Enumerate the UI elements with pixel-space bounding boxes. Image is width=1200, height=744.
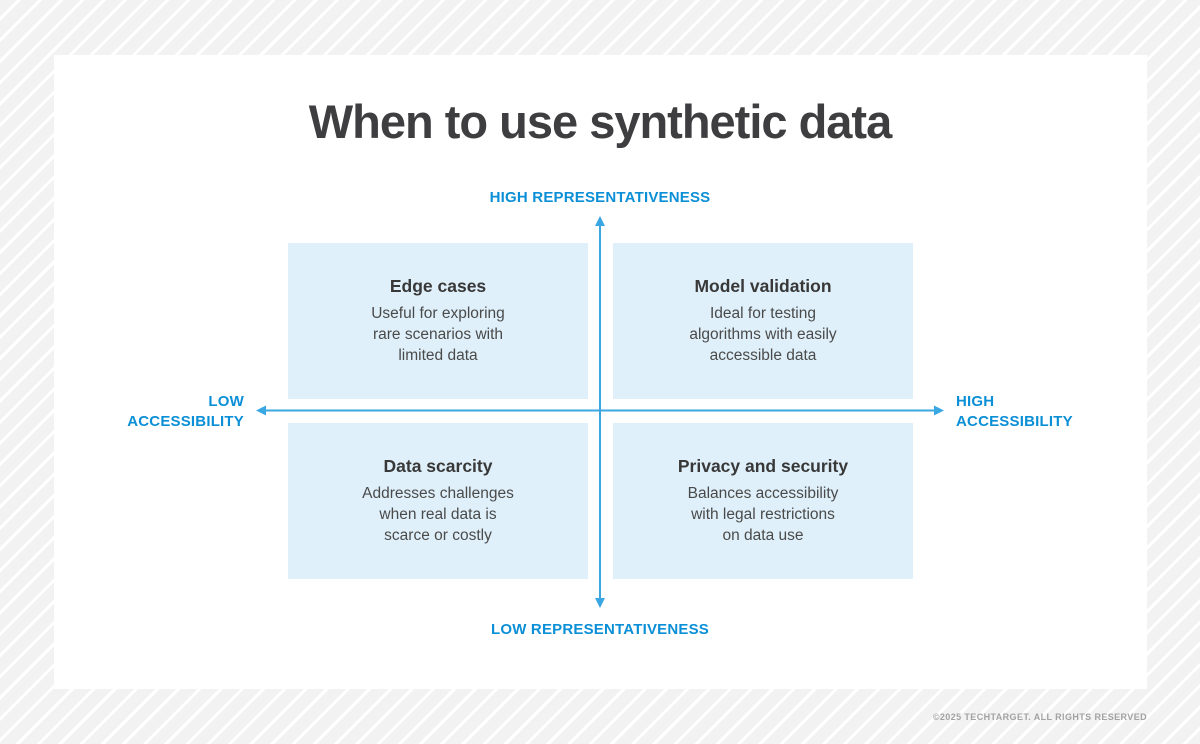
quadrant-data-scarcity: Data scarcity Addresses challenges when … (288, 423, 588, 579)
axis-label-low-accessibility: LOW ACCESSIBILITY (127, 393, 244, 430)
copyright-notice: ©2025 TECHTARGET. ALL RIGHTS RESERVED (932, 712, 1147, 722)
quadrant-edge-cases: Edge cases Useful for exploring rare sce… (288, 243, 588, 399)
quadrant-description: Ideal for testing algorithms with easily… (689, 305, 837, 364)
quadrant-description: Balances accessibility with legal restri… (687, 485, 839, 544)
infographic-card (54, 55, 1147, 689)
axis-label-high-representativeness: HIGH REPRESENTATIVENESS (489, 189, 711, 206)
page-title: When to use synthetic data (308, 95, 892, 148)
quadrant-heading: Data scarcity (383, 456, 493, 476)
quadrant-description: Addresses challenges when real data is s… (362, 485, 514, 544)
quadrant-model-validation: Model validation Ideal for testing algor… (613, 243, 913, 399)
quadrant-privacy-security: Privacy and security Balances accessibil… (613, 423, 913, 579)
quadrant-heading: Model validation (694, 276, 832, 296)
quadrant-heading: Privacy and security (677, 456, 849, 476)
axis-label-high-accessibility: HIGH ACCESSIBILITY (956, 393, 1073, 430)
axis-label-low-representativeness: LOW REPRESENTATIVENESS (490, 621, 710, 638)
quadrant-heading: Edge cases (389, 276, 487, 296)
quadrant-description: Useful for exploring rare scenarios with… (371, 305, 505, 364)
